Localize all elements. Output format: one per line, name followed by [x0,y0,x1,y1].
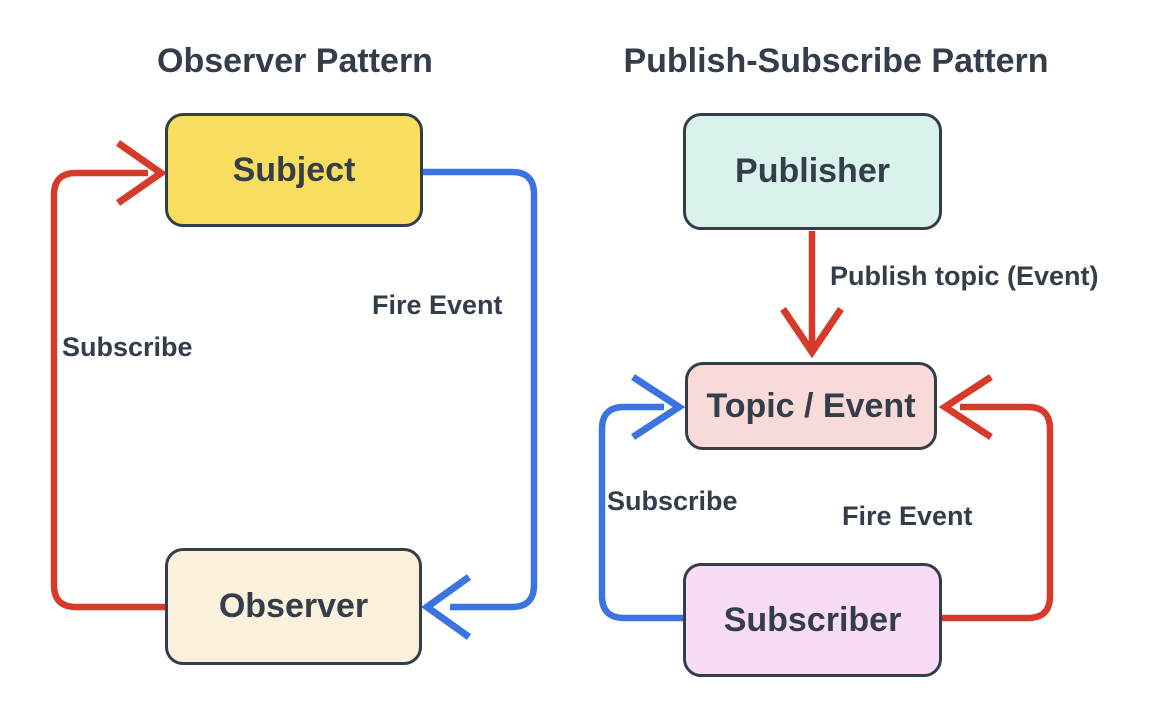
left-chevron-arrowhead [938,374,993,440]
left-chevron-arrowhead [420,574,472,640]
down-chevron-arrowhead [780,307,844,359]
observer-subscribe-arrow [50,140,168,611]
node-topic-event: Topic / Event [685,362,937,450]
pubsub-fire-event-arrow [938,374,1054,622]
node-publisher: Publisher [683,113,942,230]
node-subscriber: Subscriber [683,563,942,677]
pubsub-publish-topic-label: Publish topic (Event) [830,261,1099,291]
pubsub-publish-arrow [780,231,844,359]
node-observer-label: Observer [218,587,369,625]
observer-fire-event-arrow [420,168,538,640]
right-chevron-arrowhead [631,374,686,440]
node-subject: Subject [165,113,423,227]
observer-fire-event-label: Fire Event [372,290,503,320]
pubsub-subscribe-arrow [598,374,686,622]
node-publisher-label: Publisher [735,152,890,190]
observer-pattern-title: Observer Pattern [157,42,433,80]
node-subscriber-label: Subscriber [723,600,902,639]
pubsub-pattern-title: Publish-Subscribe Pattern [623,42,1049,80]
right-chevron-arrowhead [115,140,168,206]
node-subject-label: Subject [232,150,356,189]
node-observer: Observer [165,548,422,665]
node-topic-event-label: Topic / Event [706,386,916,425]
observer-subscribe-label: Subscribe [62,332,193,362]
pubsub-fire-event-label: Fire Event [842,501,973,531]
pubsub-subscribe-label: Subscribe [607,486,738,516]
